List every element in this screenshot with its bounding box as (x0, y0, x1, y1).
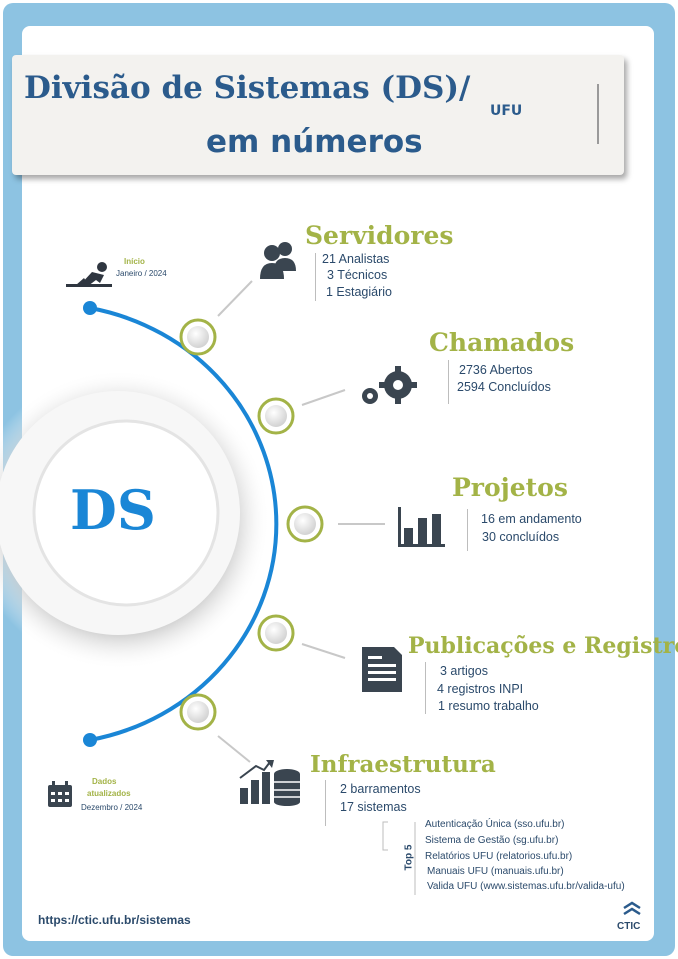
center-label: DS (70, 478, 156, 542)
updated-label-2: atualizados (87, 789, 131, 798)
projetos-item: 30 concluídos (482, 530, 560, 544)
timeline-arc (89, 306, 279, 742)
servidores-item: 3 Técnicos (327, 268, 388, 282)
separator-infra (325, 780, 326, 826)
publicacoes-item: 4 registros INPI (437, 682, 524, 696)
center-circle (32, 419, 220, 607)
top5-item: Valida UFU (www.sistemas.ufu.br/valida-u… (427, 881, 625, 892)
separator-chamados (448, 360, 449, 404)
separator-projetos (467, 509, 468, 551)
ctic-logo-text: CTIC (617, 921, 641, 932)
publicacoes-item: 3 artigos (440, 664, 488, 678)
chamados-item: 2736 Abertos (459, 363, 533, 377)
users-icon (260, 242, 296, 279)
timeline-end-dot (83, 733, 97, 747)
section-title-publicacoes: Publicações e Registros (408, 633, 678, 659)
top5-item: Manuais UFU (manuais.ufu.br) (427, 866, 564, 877)
timeline-node-2 (257, 397, 295, 435)
connector-chamados (301, 389, 346, 406)
calendar-icon (48, 781, 72, 807)
servidores-item: 1 Estagiário (326, 285, 393, 299)
timeline-node-5 (179, 693, 217, 731)
top5-item: Relatórios UFU (relatorios.ufu.br) (425, 851, 573, 862)
updated-label-1: Dados (92, 777, 117, 786)
title-box (12, 55, 624, 175)
section-title-infra: Infraestrutura (310, 751, 496, 778)
footer-link[interactable]: https://ctic.ufu.br/sistemas (38, 913, 191, 927)
ufu-logo-text: UFU (490, 103, 523, 119)
document-icon (362, 647, 402, 692)
publicacoes-item: 1 resumo trabalho (438, 699, 539, 713)
timeline-start-dot (83, 301, 97, 315)
timeline-node-4 (257, 614, 295, 652)
connector-publicacoes (301, 643, 346, 659)
start-label: Início (124, 257, 145, 266)
top5-bracket (382, 821, 388, 851)
top5-item: Autenticação Única (sso.ufu.br) (425, 819, 565, 830)
infra-item: 17 sistemas (340, 800, 407, 814)
servidores-item: 21 Analistas (322, 252, 390, 266)
start-date: Janeiro / 2024 (116, 269, 167, 278)
page-title: Divisão de Sistemas (DS)/ (24, 70, 471, 106)
top5-label: Top 5 (403, 844, 415, 871)
infra-item: 2 barramentos (340, 782, 421, 796)
bar-chart-icon (398, 507, 445, 547)
updated-date: Dezembro / 2024 (81, 803, 143, 812)
timeline-node-3 (286, 505, 324, 543)
separator-servidores (315, 253, 316, 301)
projetos-item: 16 em andamento (481, 512, 582, 526)
timeline-node-1 (179, 318, 217, 356)
runner-icon (66, 262, 112, 287)
ctic-logo-mark (623, 901, 641, 916)
section-title-projetos: Projetos (452, 473, 568, 502)
section-title-servidores: Servidores (305, 221, 454, 250)
gears-icon (362, 366, 417, 404)
connector-infra (217, 735, 251, 763)
separator-publicacoes (425, 662, 426, 714)
growth-coins-icon (239, 760, 300, 806)
page-subtitle: em números (206, 124, 423, 160)
title-divider (597, 84, 599, 144)
top5-item: Sistema de Gestão (sg.ufu.br) (425, 835, 559, 846)
connector-servidores (217, 280, 253, 317)
chamados-item: 2594 Concluídos (457, 380, 551, 394)
section-title-chamados: Chamados (429, 328, 575, 357)
